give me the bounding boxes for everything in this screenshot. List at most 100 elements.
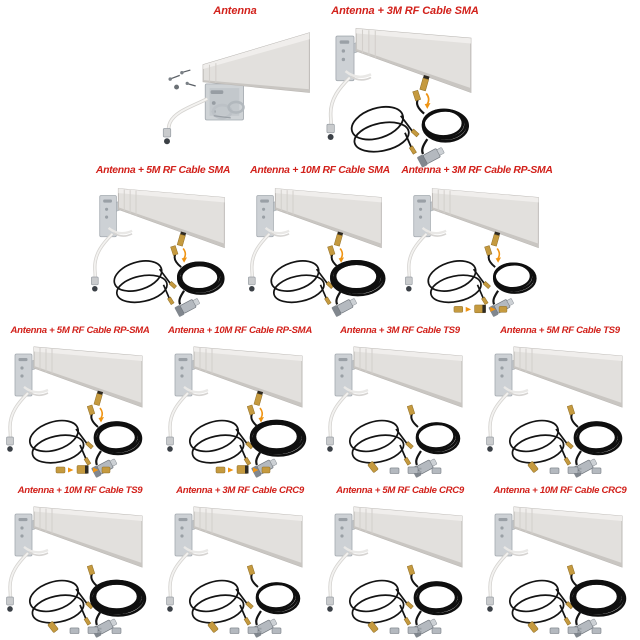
product-variant[interactable]: Antenna	[150, 0, 320, 160]
product-photo	[150, 18, 320, 169]
jumper-cable-loops	[348, 579, 414, 626]
mount-bracket-icon	[494, 353, 530, 397]
sma-adapter-callout	[419, 74, 431, 109]
product-variant[interactable]: Antenna + 5M RF Cable RP-SMA	[0, 320, 160, 480]
product-row: Antenna + 5M RF Cable SMA	[0, 160, 640, 320]
antenna-kit-image	[6, 346, 143, 478]
coil-sma-tail	[566, 404, 579, 428]
adapter-row	[47, 621, 122, 634]
product-variant-label: Antenna + 10M RF Cable TS9	[17, 485, 143, 496]
pigtail-cable	[326, 75, 352, 140]
product-variant-label: Antenna + 3M RF Cable CRC9	[176, 485, 304, 496]
coax-coil-10m	[569, 579, 627, 617]
antenna-kit-image	[6, 506, 147, 638]
pigtail-cable	[247, 232, 271, 292]
adapter-row	[367, 621, 442, 634]
product-variant[interactable]: Antenna + 3M RF Cable SMA	[320, 0, 490, 168]
antenna-kit-image	[326, 506, 463, 638]
coil-sma-tail	[86, 404, 99, 428]
antenna-body	[513, 506, 623, 568]
product-variant[interactable]: Antenna + 5M RF Cable TS9	[480, 320, 640, 480]
product-variant[interactable]: Antenna + 3M RF Cable TS9	[320, 320, 480, 480]
jumper-cable-loops	[508, 579, 574, 626]
sma-adapter-callout	[490, 231, 501, 263]
product-variant[interactable]: Antenna + 5M RF Cable CRC9	[320, 480, 480, 640]
product-variant[interactable]: Antenna + 3M RF Cable RP-SMA	[399, 160, 556, 320]
product-variant-label: Antenna + 3M RF Cable TS9	[340, 325, 460, 336]
product-variant[interactable]: Antenna + 10M RF Cable SMA	[242, 160, 399, 320]
jumper-cable-loops	[188, 579, 254, 626]
jumper-cable-loops	[28, 419, 94, 466]
antenna-body	[193, 506, 303, 568]
antenna-kit-image	[486, 346, 623, 478]
antenna-body	[355, 27, 472, 93]
coax-coil-10m	[89, 579, 147, 617]
adapter-row	[207, 621, 282, 634]
jumper-cable-loops	[350, 105, 420, 155]
product-variant-label: Antenna + 10M RF Cable SMA	[250, 165, 390, 176]
coax-coil-5m	[93, 421, 143, 456]
product-photo	[480, 496, 640, 640]
antenna-body	[117, 188, 225, 249]
n-connector	[417, 138, 445, 168]
pigtail-cable	[166, 551, 190, 612]
coil-sma-tail	[246, 564, 259, 588]
pigtail-cable	[404, 232, 428, 292]
product-row: Antenna + 5M RF Cable RP-SMA	[0, 320, 640, 480]
product-photo	[320, 336, 480, 480]
product-variant[interactable]: Antenna + 10M RF Cable RP-SMA	[160, 320, 320, 480]
product-row: Antenna	[0, 0, 640, 168]
coil-sma-tail	[169, 245, 182, 268]
jumper-cable-loops	[508, 419, 574, 466]
antenna-body	[513, 346, 623, 408]
product-variant-label: Antenna + 5M RF Cable TS9	[500, 325, 620, 336]
product-variant-label: Antenna + 10M RF Cable CRC9	[493, 485, 627, 496]
coax-coil-3m	[255, 582, 301, 615]
product-photo	[0, 336, 160, 480]
product-photo	[242, 177, 399, 320]
antenna-body	[33, 346, 143, 408]
product-variant[interactable]: Antenna + 10M RF Cable TS9	[0, 480, 160, 640]
antenna-body	[33, 506, 143, 568]
pigtail-cable	[486, 391, 510, 452]
product-variant[interactable]: Antenna + 5M RF Cable SMA	[85, 160, 242, 320]
antenna-body	[353, 506, 463, 568]
jumper-cable-loops	[28, 579, 94, 626]
sma-adapter-callout	[333, 231, 344, 263]
sma-adapter-callout	[176, 231, 187, 263]
product-variant-label: Antenna + 3M RF Cable SMA	[331, 5, 479, 17]
jumper-cable-loops	[188, 419, 254, 466]
n-connector	[174, 290, 200, 317]
coil-sma-tail	[246, 404, 259, 428]
antenna-body	[353, 346, 463, 408]
sma-adapter-callout	[93, 390, 104, 423]
product-photo	[399, 177, 556, 320]
sma-adapter-callout	[253, 390, 264, 423]
antenna-kit-image	[486, 506, 627, 638]
product-photo	[85, 177, 242, 320]
coax-coil-3m	[415, 422, 461, 455]
coax-coil-5m	[176, 261, 225, 295]
antenna-body	[202, 31, 310, 93]
antenna-body	[431, 188, 539, 249]
pigtail-cable	[326, 551, 350, 612]
pigtail-cable	[6, 551, 30, 612]
antenna-kit-image	[166, 506, 303, 638]
jumper-cable-loops	[348, 419, 414, 466]
coil-sma-tail	[412, 89, 425, 115]
product-variant[interactable]: Antenna + 3M RF Cable CRC9	[160, 480, 320, 640]
coil-sma-tail	[566, 564, 579, 588]
adapter-chain	[55, 465, 111, 474]
pigtail-cable	[486, 551, 510, 612]
coil-sma-tail	[406, 564, 419, 588]
product-variant[interactable]: Antenna + 10M RF Cable CRC9	[480, 480, 640, 640]
antenna-body	[274, 188, 382, 249]
pigtail-cable	[90, 232, 114, 292]
pigtail-cable	[6, 391, 30, 452]
product-variant-label: Antenna + 5M RF Cable RP-SMA	[10, 325, 150, 336]
antenna-only-image	[162, 31, 310, 144]
pigtail-cable	[326, 391, 350, 452]
product-photo	[320, 496, 480, 640]
